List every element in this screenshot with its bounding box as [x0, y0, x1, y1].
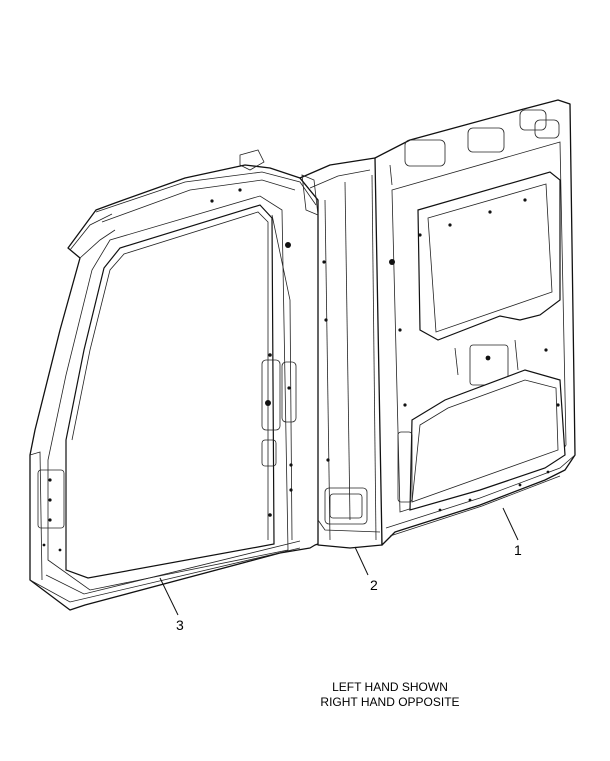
callout-2: 2: [370, 577, 378, 593]
leader-line-2: [354, 546, 369, 576]
callout-3: 3: [176, 617, 184, 633]
center-pillar-part-2: [239, 149, 386, 549]
leader-line-1: [502, 507, 519, 541]
note-right-hand-opposite: RIGHT HAND OPPOSITE: [320, 695, 460, 709]
leader-line-3: [159, 577, 179, 616]
door-frame-part-3: [29, 164, 331, 611]
callout-1: 1: [514, 542, 522, 558]
rear-panel-part-1: [374, 99, 576, 546]
note-left-hand-shown: LEFT HAND SHOWN: [332, 680, 448, 694]
